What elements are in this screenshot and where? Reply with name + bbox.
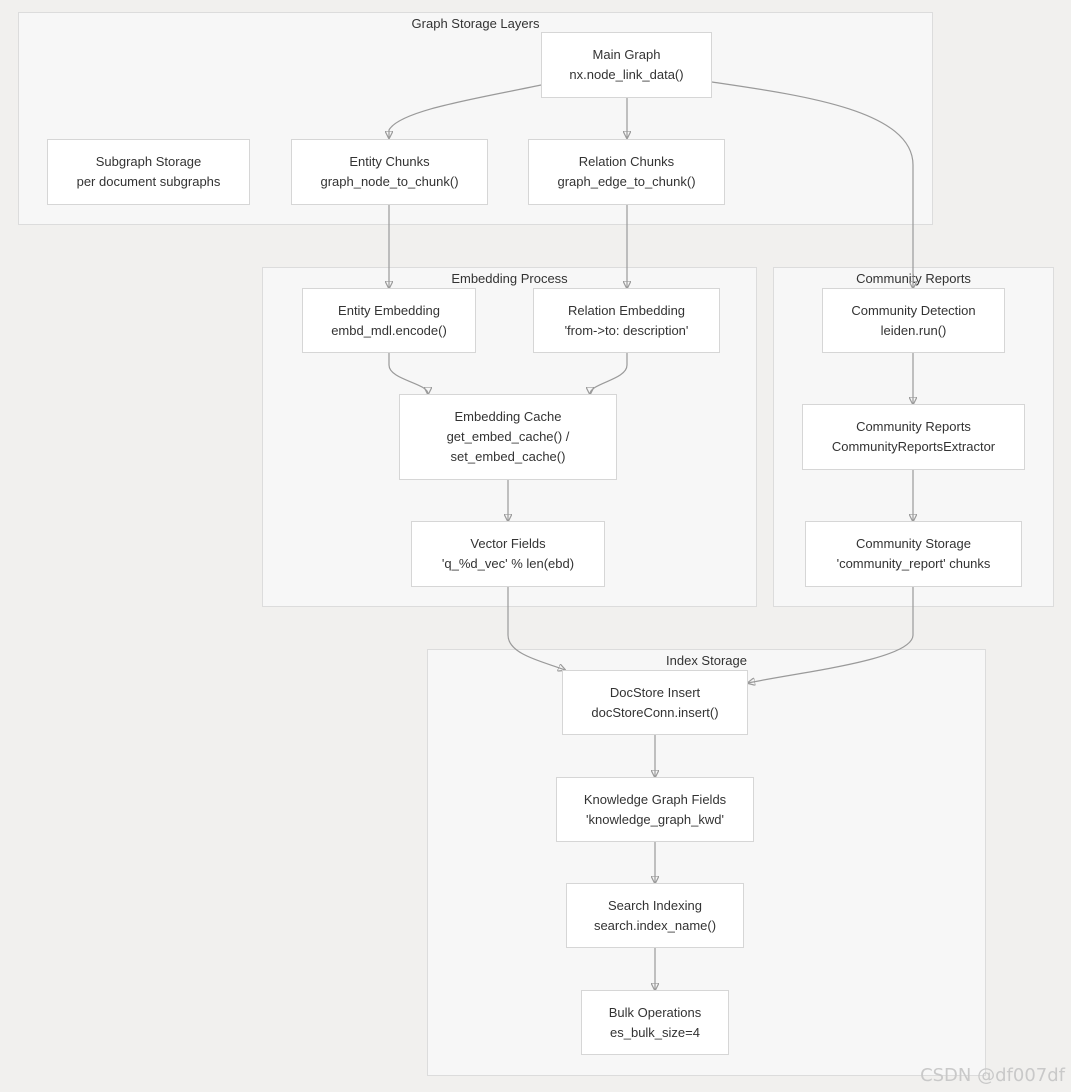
node-vector-fields[interactable]: Vector Fields 'q_%d_vec' % len(ebd): [411, 521, 605, 587]
node-community-detection[interactable]: Community Detection leiden.run(): [822, 288, 1005, 353]
node-label: Main Graph: [592, 47, 661, 62]
node-sublabel: embd_mdl.encode(): [331, 322, 447, 338]
node-relation-embedding[interactable]: Relation Embedding 'from->to: descriptio…: [533, 288, 720, 353]
node-search-indexing[interactable]: Search Indexing search.index_name(): [566, 883, 744, 948]
node-label: Entity Chunks: [349, 154, 430, 169]
node-label: DocStore Insert: [609, 684, 701, 700]
node-main-graph[interactable]: Main Graph nx.node_link_data(): [541, 32, 712, 98]
node-sublabel: 'from->to: description': [564, 322, 689, 338]
node-subgraph-storage[interactable]: Subgraph Storage per document subgraphs: [47, 139, 250, 205]
node-community-storage[interactable]: Community Storage 'community_report' chu…: [805, 521, 1022, 587]
cluster-title: Embedding Process: [451, 271, 568, 286]
node-sublabel: nx.node_link_data(): [569, 67, 684, 82]
node-sublabel: docStoreConn.insert(): [591, 704, 719, 720]
node-label: Vector Fields: [470, 536, 546, 551]
cluster-title: Community Reports: [856, 271, 971, 286]
node-sublabel: leiden.run(): [880, 322, 947, 338]
node-knowledge-graph-fields[interactable]: Knowledge Graph Fields 'knowledge_graph_…: [556, 777, 754, 842]
node-label: Community Storage: [856, 536, 971, 551]
node-label: Entity Embedding: [338, 302, 440, 318]
node-bulk-operations[interactable]: Bulk Operations es_bulk_size=4: [581, 990, 729, 1055]
node-sublabel: 'q_%d_vec' % len(ebd): [441, 556, 575, 571]
node-label: Knowledge Graph Fields: [583, 791, 727, 807]
node-relation-chunks[interactable]: Relation Chunks graph_edge_to_chunk(): [528, 139, 725, 205]
node-label: Subgraph Storage: [95, 154, 202, 169]
node-sublabel: 'community_report' chunks: [836, 556, 991, 571]
cluster-title: Graph Storage Layers: [411, 16, 540, 31]
node-sublabel: get_embed_cache() /: [446, 429, 570, 444]
node-label: Search Indexing: [608, 897, 702, 913]
node-label: Community Reports: [856, 419, 971, 434]
node-label: Relation Chunks: [578, 154, 675, 169]
node-sublabel: search.index_name(): [593, 917, 717, 933]
node-community-reports[interactable]: Community Reports CommunityReportsExtrac…: [802, 404, 1025, 470]
cluster-title: Index Storage: [666, 653, 747, 668]
node-label: Bulk Operations: [608, 1004, 702, 1020]
node-docstore-insert[interactable]: DocStore Insert docStoreConn.insert(): [562, 670, 748, 735]
node-embedding-cache[interactable]: Embedding Cache get_embed_cache() / set_…: [399, 394, 617, 480]
node-label: Embedding Cache: [454, 409, 562, 424]
node-label: Relation Embedding: [567, 302, 686, 318]
node-label: Community Detection: [851, 302, 976, 318]
node-entity-chunks[interactable]: Entity Chunks graph_node_to_chunk(): [291, 139, 488, 205]
node-sublabel: graph_edge_to_chunk(): [557, 174, 696, 189]
node-sublabel: es_bulk_size=4: [610, 1024, 700, 1040]
node-sublabel: CommunityReportsExtractor: [831, 439, 996, 454]
node-sublabel: 'knowledge_graph_kwd': [586, 811, 724, 827]
watermark: CSDN @df007df: [920, 1065, 1065, 1086]
node-entity-embedding[interactable]: Entity Embedding embd_mdl.encode(): [302, 288, 476, 353]
node-sublabel: graph_node_to_chunk(): [320, 174, 459, 189]
node-sublabel: per document subgraphs: [76, 174, 221, 189]
node-sublabel: set_embed_cache(): [450, 449, 566, 464]
